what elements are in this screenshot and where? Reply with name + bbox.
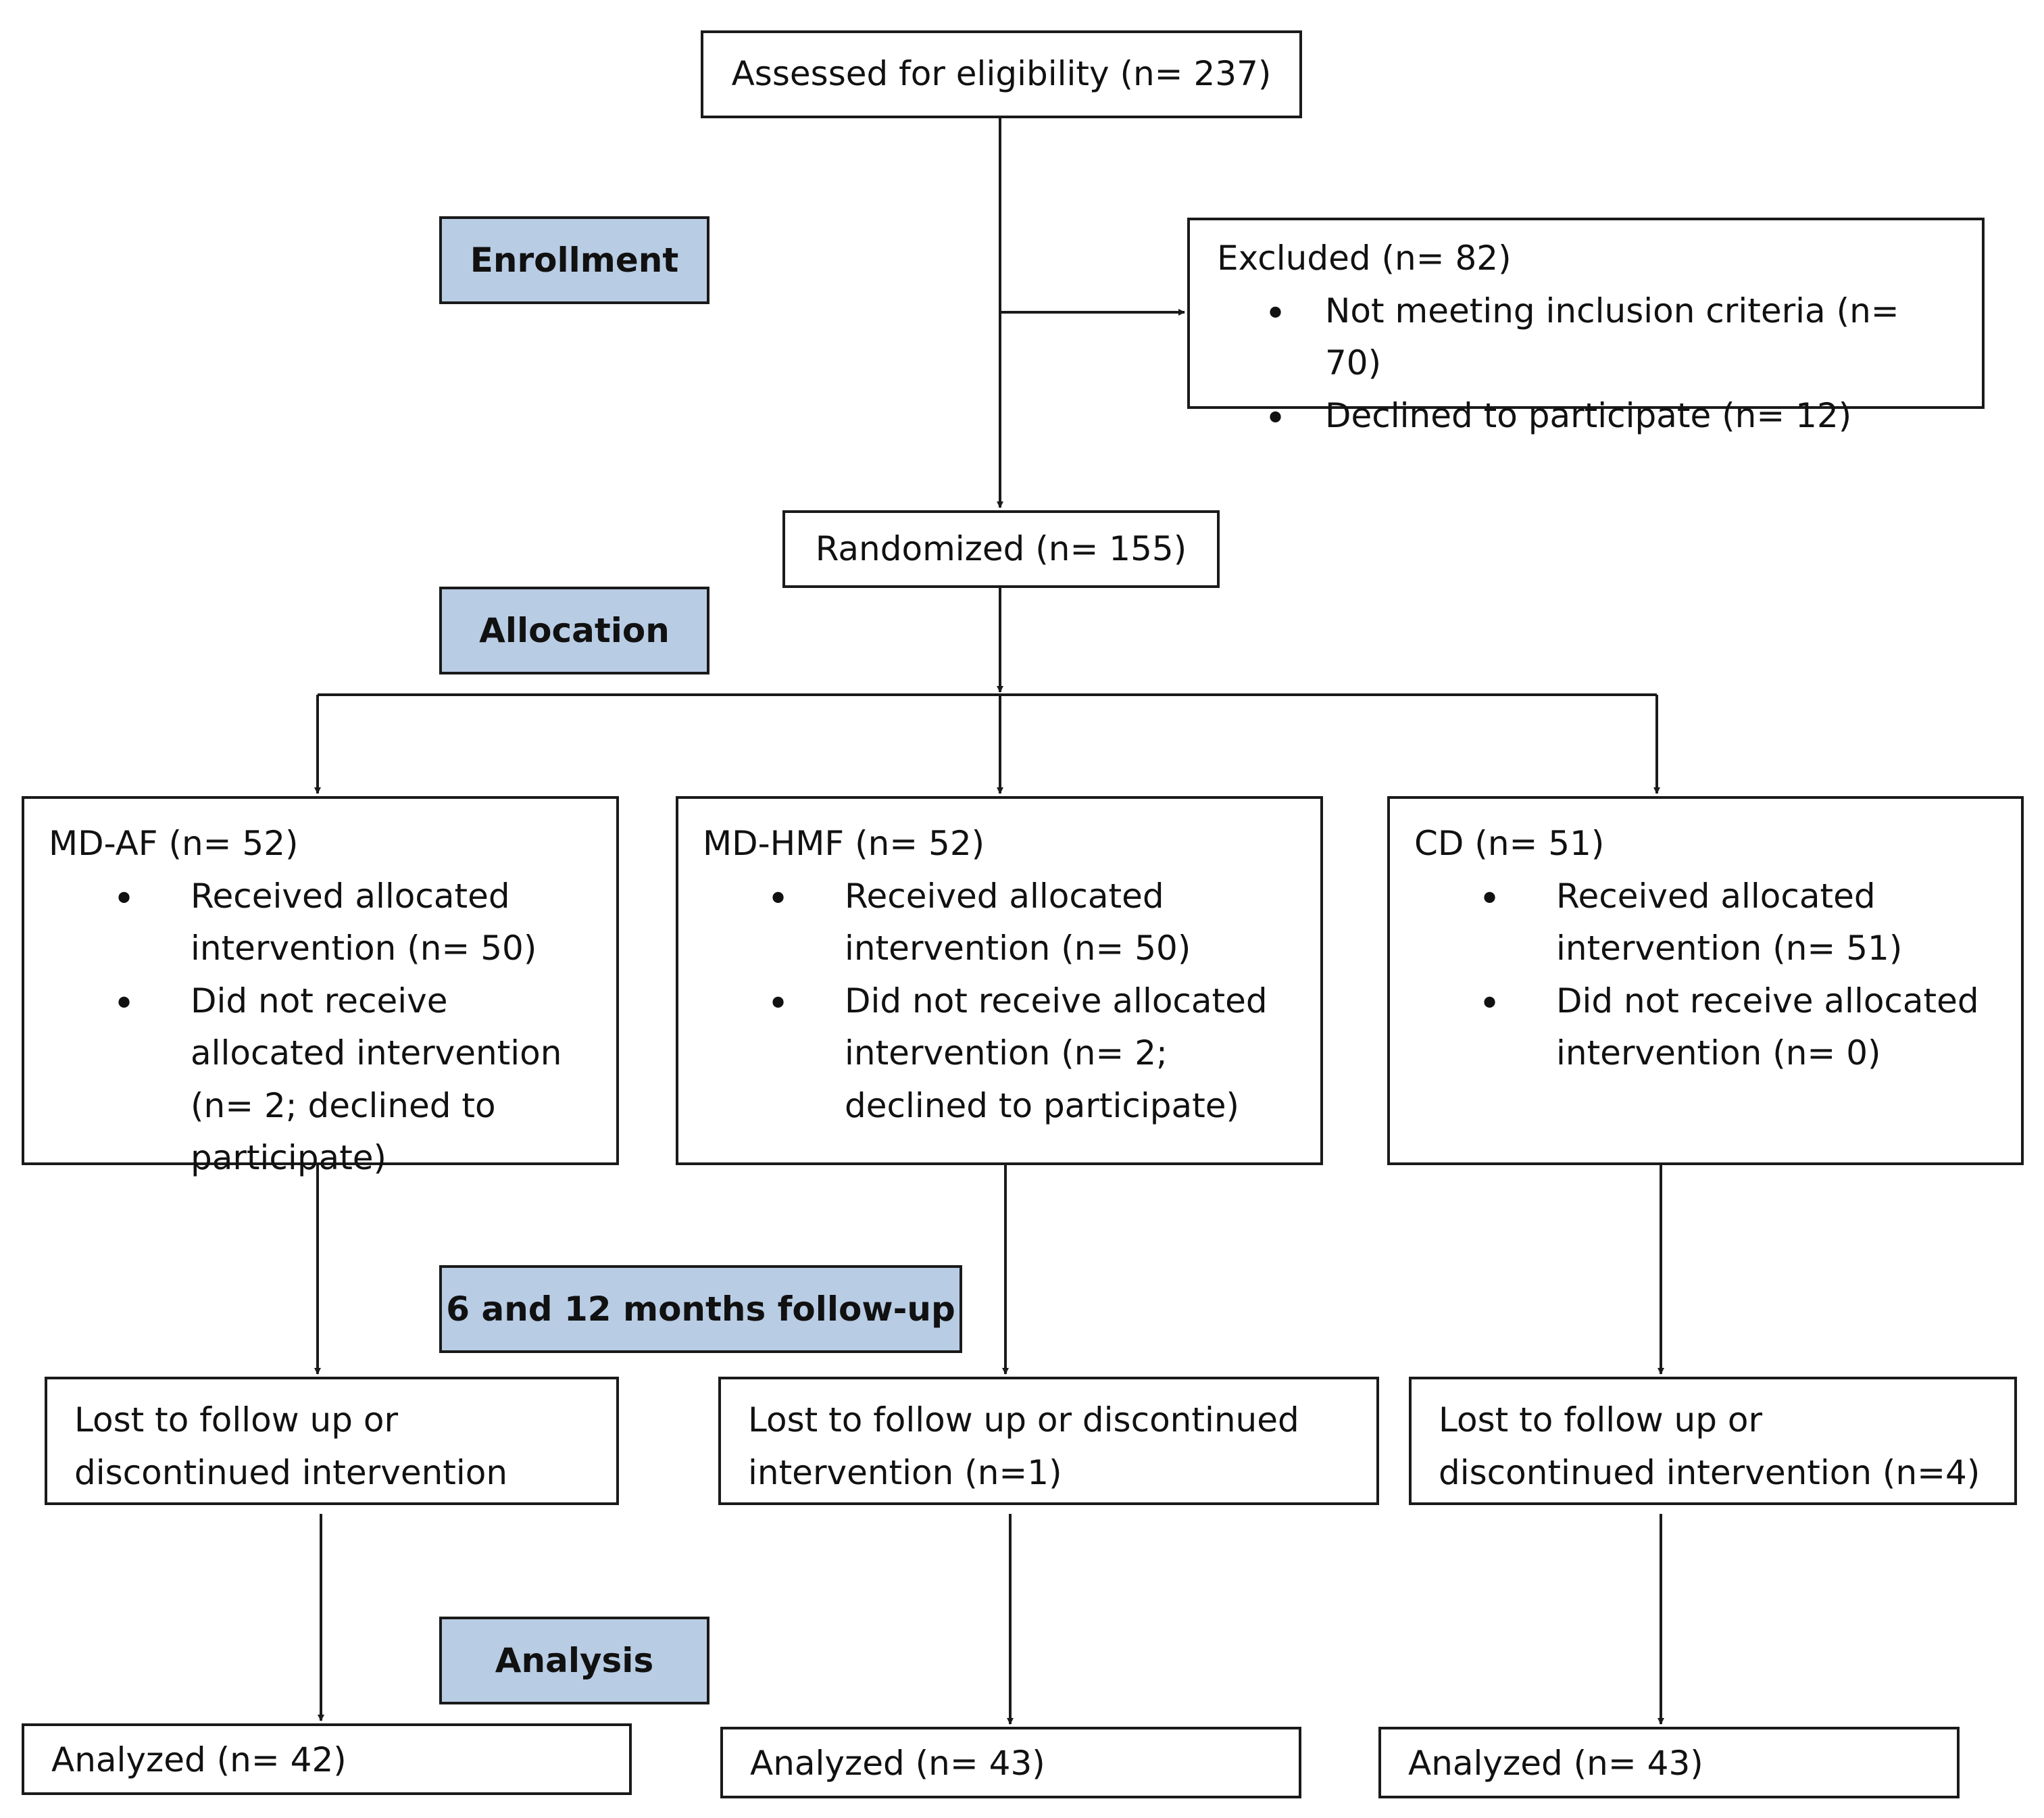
analyzed-box-md-af: Analyzed (n= 42) — [22, 1723, 632, 1795]
excluded-list: Not meeting inclusion criteria (n= 70) D… — [1217, 285, 1955, 448]
arm-item: Received allocated intervention (n= 50) — [49, 870, 592, 975]
arm-box-cd: CD (n= 51) Received allocated interventi… — [1387, 796, 2024, 1165]
followup-text: Lost to follow up or discontinued interv… — [1439, 1400, 1980, 1492]
followup-box-md-hmf: Lost to follow up or discontinued interv… — [718, 1377, 1379, 1505]
arm-title: MD-AF (n= 52) — [49, 824, 299, 863]
arm-item-list: Received allocated intervention (n= 50) … — [703, 870, 1296, 1133]
stage-enrollment-text: Enrollment — [470, 241, 679, 280]
stage-label-allocation: Allocation — [439, 587, 709, 674]
excluded-box: Excluded (n= 82) Not meeting inclusion c… — [1187, 218, 1985, 448]
arm-item: Received allocated intervention (n= 51) — [1414, 870, 1997, 975]
followup-text: Lost to follow up or discontinued interv… — [748, 1400, 1299, 1492]
stage-allocation-text: Allocation — [479, 611, 670, 650]
excluded-title: Excluded (n= 82) — [1217, 239, 1512, 278]
stage-analysis-text: Analysis — [495, 1641, 654, 1680]
arm-box-md-hmf: MD-HMF (n= 52) Received allocated interv… — [676, 796, 1323, 1165]
analyzed-text: Analyzed (n= 43) — [1408, 1744, 1703, 1783]
randomized-box: Randomized (n= 155) — [782, 510, 1220, 588]
analyzed-text: Analyzed (n= 43) — [750, 1744, 1045, 1783]
stage-followup-text: 6 and 12 months follow-up — [446, 1289, 955, 1329]
analyzed-box-cd: Analyzed (n= 43) — [1378, 1727, 1960, 1798]
stage-label-followup: 6 and 12 months follow-up — [439, 1265, 962, 1353]
arm-item-list: Received allocated intervention (n= 50) … — [49, 870, 592, 1185]
randomized-text: Randomized (n= 155) — [815, 529, 1187, 568]
stage-label-enrollment: Enrollment — [439, 216, 709, 304]
arm-item: Did not receive allocated intervention (… — [1414, 975, 1997, 1080]
arm-box-md-af: MD-AF (n= 52) Received allocated interve… — [22, 796, 619, 1177]
followup-box-md-af: Lost to follow up or discontinued interv… — [45, 1377, 619, 1505]
followup-text: Lost to follow up or discontinued interv… — [74, 1400, 508, 1492]
analyzed-text: Analyzed (n= 42) — [51, 1740, 347, 1779]
assessed-text: Assessed for eligibility (n= 237) — [731, 54, 1272, 94]
arm-title: CD (n= 51) — [1414, 824, 1605, 863]
arm-item: Did not receive allocated intervention (… — [49, 975, 592, 1185]
arm-title: MD-HMF (n= 52) — [703, 824, 985, 863]
arm-item: Received allocated intervention (n= 50) — [703, 870, 1296, 975]
arm-item-list: Received allocated intervention (n= 51) … — [1414, 870, 1997, 1080]
followup-box-cd: Lost to follow up or discontinued interv… — [1409, 1377, 2017, 1505]
analyzed-box-md-hmf: Analyzed (n= 43) — [720, 1727, 1301, 1798]
stage-label-analysis: Analysis — [439, 1617, 709, 1704]
excluded-item: Declined to participate (n= 12) — [1217, 390, 1955, 448]
arm-item: Did not receive allocated intervention (… — [703, 975, 1296, 1133]
excluded-item: Not meeting inclusion criteria (n= 70) — [1217, 285, 1955, 390]
assessed-box: Assessed for eligibility (n= 237) — [701, 30, 1302, 118]
